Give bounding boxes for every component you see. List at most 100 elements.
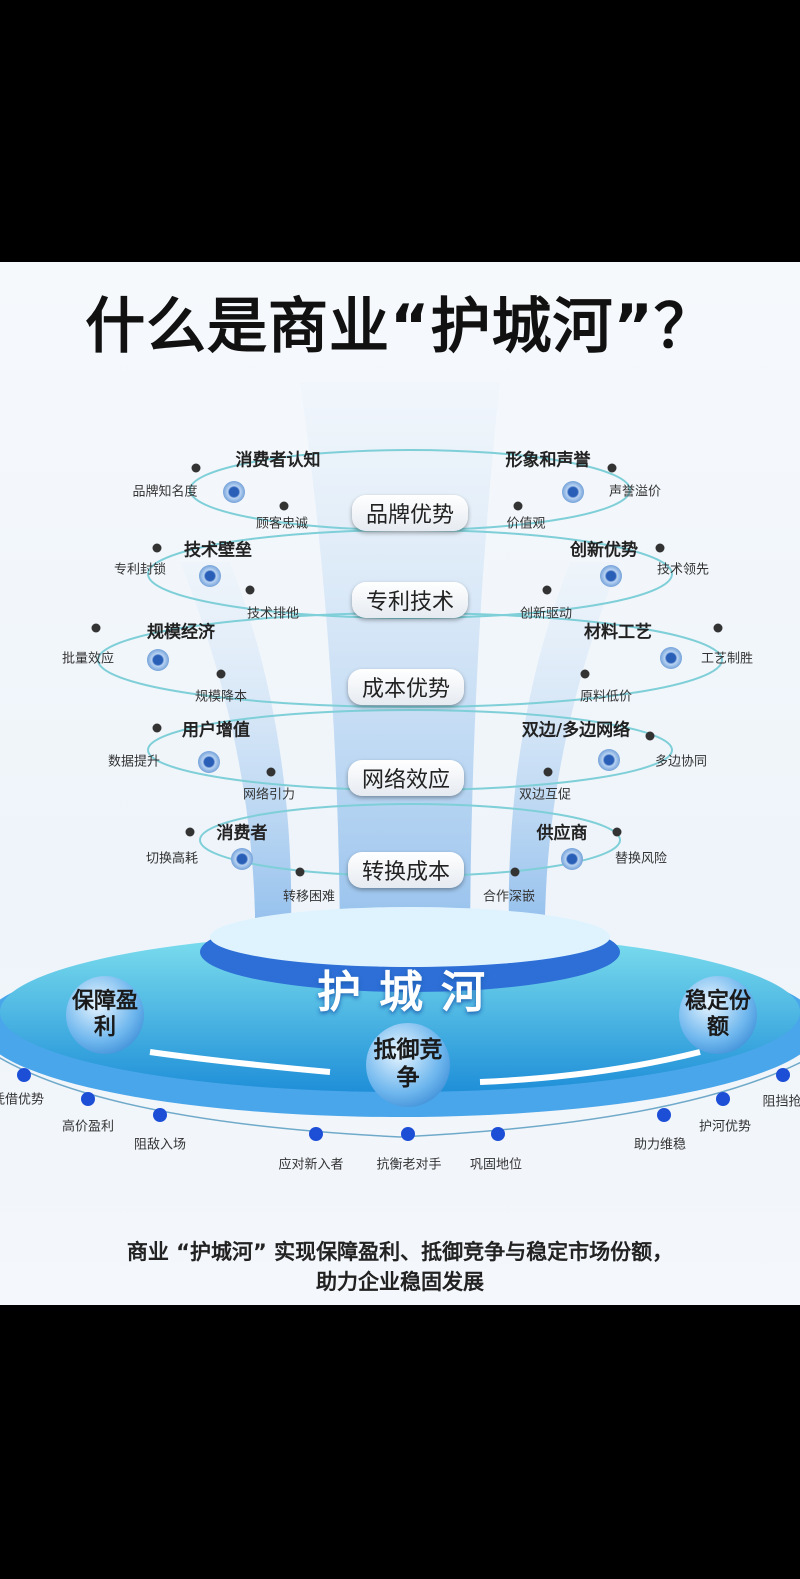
right-heading: 形象和声誉 [505,450,591,471]
left-note: 技术排他 [246,606,300,622]
moat-water [0,932,800,1092]
bottom-label: 巩固地位 [469,1157,523,1173]
dot-icon [716,1092,730,1106]
center-label: 专利技术 [351,582,469,618]
bottom-label: 阻挡抢 [762,1094,800,1110]
right-note: 技术领先 [656,562,710,578]
dot-icon [279,501,289,511]
dot-icon [309,1127,323,1141]
background-graphics [0,382,800,1138]
right-note: 多边协同 [654,754,708,770]
dot-icon [607,463,617,473]
node-icon [561,848,583,870]
dot-icon [185,827,195,837]
right-note: 创新驱动 [519,606,573,622]
dot-icon [245,585,255,595]
dot-icon [266,767,276,777]
left-heading: 规模经济 [147,622,215,643]
node-icon [231,848,253,870]
node-icon [198,751,220,773]
dot-icon [543,767,553,777]
light-beam [180,562,292,962]
left-heading: 用户增值 [182,720,250,741]
light-beam [508,562,620,962]
node-icon [598,749,620,771]
left-heading: 消费者认知 [235,450,321,471]
right-note: 价值观 [506,516,546,532]
moat-label: 护城河 [317,967,503,1018]
pillar-share: 稳定份额 [679,976,757,1054]
center-label: 网络效应 [347,760,465,796]
left-note: 数据提升 [107,754,161,770]
caption-line-1: 商业 “护城河” 实现保障盈利、抵御竞争与稳定市场份额， [126,1240,674,1264]
dot-icon [491,1127,505,1141]
dot-icon [81,1092,95,1106]
dot-icon [513,501,523,511]
left-note: 品牌知名度 [132,484,198,500]
right-heading: 材料工艺 [584,622,652,643]
dot-icon [216,669,226,679]
caption: 商业 “护城河” 实现保障盈利、抵御竞争与稳定市场份额， 助力企业稳固发展 [0,1237,800,1298]
dot-icon [580,669,590,679]
left-note: 专利封锁 [113,562,167,578]
node-icon [199,565,221,587]
moat-top [210,907,610,967]
dot-icon [510,867,520,877]
bottom-label: 阻敌入场 [133,1137,187,1153]
right-heading: 创新优势 [570,540,638,561]
dot-icon [153,1108,167,1122]
node-icon [562,481,584,503]
dot-icon [713,623,723,633]
dot-icon [295,867,305,877]
dot-icon [542,585,552,595]
right-heading: 供应商 [536,823,588,844]
center-label: 品牌优势 [351,495,469,531]
bottom-label: 凭借优势 [0,1092,45,1108]
arrow-left [149,1049,331,1075]
left-note: 网络引力 [242,787,296,803]
infographic-panel: 什么是商业“护城河”？ 品牌优势 消费者认知 品牌知名度 顾客忠诚 形象和声誉 … [0,262,800,1305]
right-note: 工艺制胜 [700,651,754,667]
dot-icon [17,1068,31,1082]
left-heading: 技术壁垒 [184,540,252,561]
dot-icon [612,827,622,837]
bottom-label: 抗衡老对手 [376,1157,442,1173]
dot-icon [776,1068,790,1082]
right-note: 替换风险 [614,851,668,867]
bottom-arc [0,1057,800,1138]
bottom-label: 助力维稳 [633,1137,687,1153]
caption-line-2: 助力企业稳固发展 [316,1270,484,1295]
right-note: 双边互促 [518,787,572,803]
dot-icon [655,543,665,553]
right-heading: 双边/多边网络 [521,720,631,741]
pillar-profit: 保障盈利 [66,976,144,1054]
node-icon [660,647,682,669]
left-note: 切换高耗 [145,851,199,867]
bottom-label: 护河优势 [698,1119,752,1135]
node-icon [147,649,169,671]
right-note: 原料低价 [579,689,633,705]
dot-icon [152,543,162,553]
pillar-compete: 抵御竞争 [366,1023,450,1107]
bottom-label: 高价盈利 [61,1119,115,1135]
dot-icon [91,623,101,633]
node-icon [223,481,245,503]
left-note: 顾客忠诚 [255,516,309,532]
dot-icon [401,1127,415,1141]
bottom-label: 应对新入者 [278,1157,344,1173]
dot-icon [152,723,162,733]
dot-icon [191,463,201,473]
center-label: 转换成本 [347,852,465,888]
page-title: 什么是商业“护城河”？ [85,292,715,362]
left-note: 规模降本 [194,689,248,705]
center-label: 成本优势 [347,669,465,705]
dot-icon [657,1108,671,1122]
dot-icon [645,731,655,741]
left-heading: 消费者 [216,823,268,844]
right-note: 声誉溢价 [608,484,662,500]
left-note: 批量效应 [61,651,115,667]
node-icon [600,565,622,587]
right-note: 合作深嵌 [482,889,536,905]
left-note: 转移困难 [282,889,336,905]
arrow-right [479,1049,701,1085]
